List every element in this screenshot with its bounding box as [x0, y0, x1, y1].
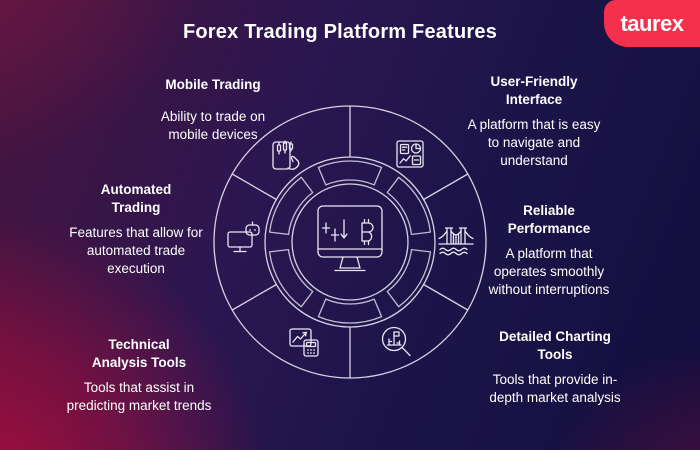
feature-description: Features that allow for automated trade … — [69, 225, 203, 276]
feature-title: Detailed Charting Tools — [499, 329, 611, 362]
monitor-candlestick-bitcoin-icon — [317, 205, 383, 272]
feature-title: Mobile Trading — [165, 77, 261, 92]
feature-description: Tools that assist in predicting market t… — [66, 380, 212, 413]
taurex-logo: taurex — [604, 0, 700, 47]
feature-reliable-performance: Reliable Performance A platform that ope… — [444, 202, 654, 299]
feature-description: Tools that provide in- depth market anal… — [489, 372, 621, 405]
segment-dividers — [231, 105, 469, 379]
magnifier-chart-icon — [381, 326, 411, 357]
feature-description: A platform that operates smoothly withou… — [488, 246, 610, 297]
inner-ring — [291, 183, 409, 301]
feature-mobile-trading: Mobile Trading Ability to trade on mobil… — [108, 76, 318, 144]
feature-detailed-charting-tools: Detailed Charting Tools Tools that provi… — [450, 328, 660, 407]
feature-title: Technical Analysis Tools — [91, 337, 187, 370]
feature-description: A platform that is easy to navigate and … — [467, 117, 601, 168]
feature-automated-trading: Automated Trading Features that allow fo… — [31, 181, 241, 278]
dashboard-panel-icon — [396, 140, 424, 168]
feature-user-friendly-interface: User-Friendly Interface A platform that … — [429, 73, 639, 170]
suspension-bridge-icon — [438, 227, 474, 256]
page-title: Forex Trading Platform Features — [182, 21, 498, 43]
wheel-fan-blades — [268, 160, 432, 324]
wheel-rings — [213, 105, 487, 379]
robot-computer-icon — [227, 221, 260, 253]
middle-ring — [264, 156, 436, 328]
feature-description: Ability to trade on mobile devices — [160, 109, 266, 142]
feature-technical-analysis-tools: Technical Analysis Tools Tools that assi… — [34, 336, 244, 415]
feature-title: User-Friendly Interface — [490, 74, 578, 107]
feature-title: Reliable Performance — [507, 203, 591, 236]
taurex-logo-text: taurex — [620, 10, 684, 36]
smartphone-trading-icon — [272, 140, 300, 170]
feature-title: Automated Trading — [100, 182, 172, 215]
chart-calculator-icon — [289, 328, 319, 357]
feature-wheel-diagram — [213, 105, 487, 379]
